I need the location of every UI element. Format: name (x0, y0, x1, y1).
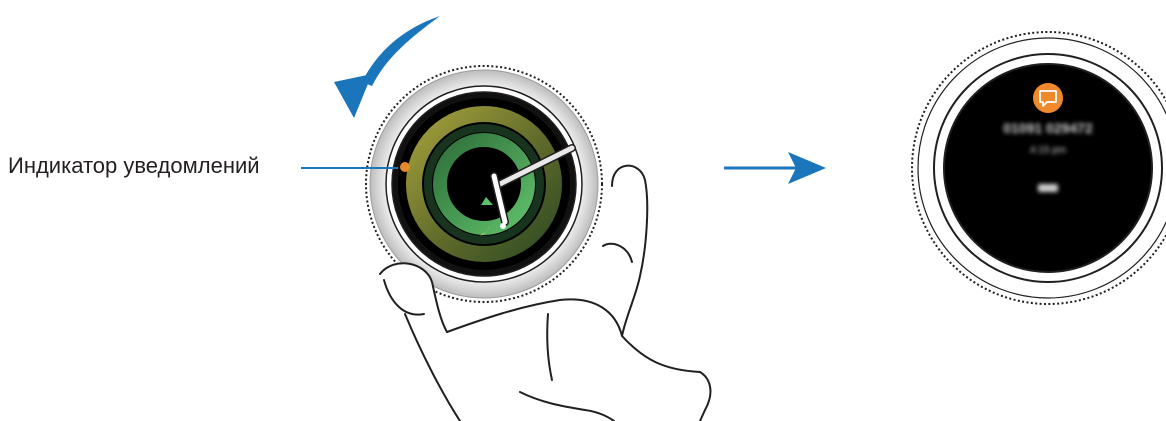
blurred-icon (1038, 184, 1058, 192)
notification-time-text: 4:15 pm (1030, 145, 1066, 156)
notification-indicator-dot-icon (400, 162, 410, 172)
message-bubble-icon (1033, 83, 1063, 113)
notification-sender-text: 01091 029472 (1003, 120, 1093, 136)
arrow-right-icon (724, 152, 826, 184)
watch-left-display (398, 98, 570, 270)
watch-right: 01091 029472 4:15 pm (912, 32, 1166, 304)
